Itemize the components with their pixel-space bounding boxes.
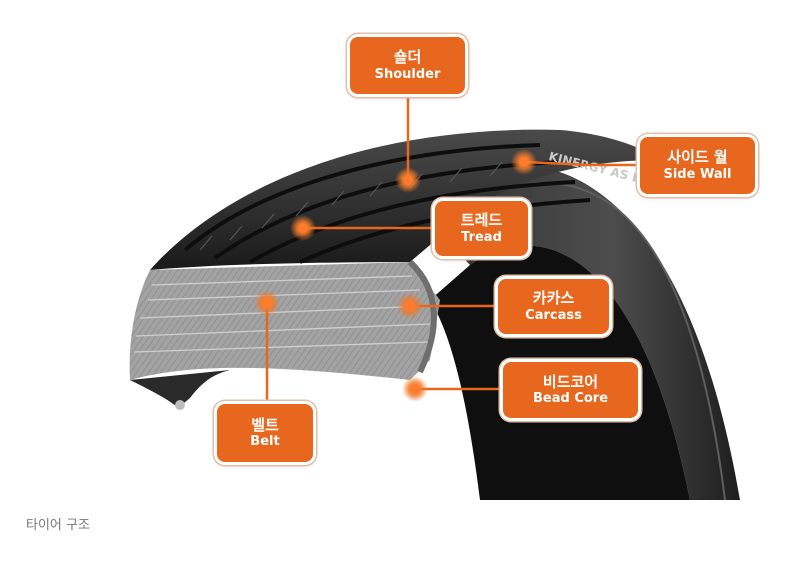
sidewall-label-ko: 사이드 월 bbox=[667, 148, 728, 166]
belt-label: 벨트 Belt bbox=[217, 404, 313, 462]
belt-label-en: Belt bbox=[250, 434, 280, 450]
belt-label-ko: 벨트 bbox=[251, 415, 279, 434]
cross-section bbox=[129, 262, 440, 380]
beadcore-label-ko: 비드코어 bbox=[542, 372, 599, 391]
carcass-ply bbox=[407, 259, 437, 374]
beadcore-label-en: Bead Core bbox=[532, 391, 609, 407]
carcass-label: 카카스 Carcass bbox=[498, 279, 609, 334]
carcass-label-en: Carcass bbox=[525, 307, 582, 323]
shoulder-label-en: Shoulder bbox=[374, 66, 441, 82]
tread-label-ko: 트레드 bbox=[460, 211, 503, 229]
shoulder-label: 숄더 Shoulder bbox=[350, 37, 465, 94]
tire-structure-diagram: KINERGY AS EV bbox=[129, 37, 755, 500]
marker-dots bbox=[254, 149, 537, 402]
bead-wire bbox=[175, 400, 185, 410]
tread-grooves bbox=[183, 143, 591, 264]
cross-section-layers bbox=[133, 275, 431, 353]
figure-caption: 타이어 구조 bbox=[26, 518, 90, 533]
tread-label-en: Tread bbox=[461, 229, 502, 245]
beadcore-label: 비드코어 Bead Core bbox=[503, 362, 638, 418]
carcass-label-ko: 카카스 bbox=[532, 289, 575, 307]
sidewall-label-en: Side Wall bbox=[663, 166, 732, 182]
shoulder-label-ko: 숄더 bbox=[393, 48, 422, 66]
tread-label: 트레드 Tread bbox=[435, 201, 528, 256]
bead-lip bbox=[130, 370, 230, 408]
sidewall-label: 사이드 월 Side Wall bbox=[640, 137, 755, 194]
connector-lines bbox=[265, 95, 640, 405]
